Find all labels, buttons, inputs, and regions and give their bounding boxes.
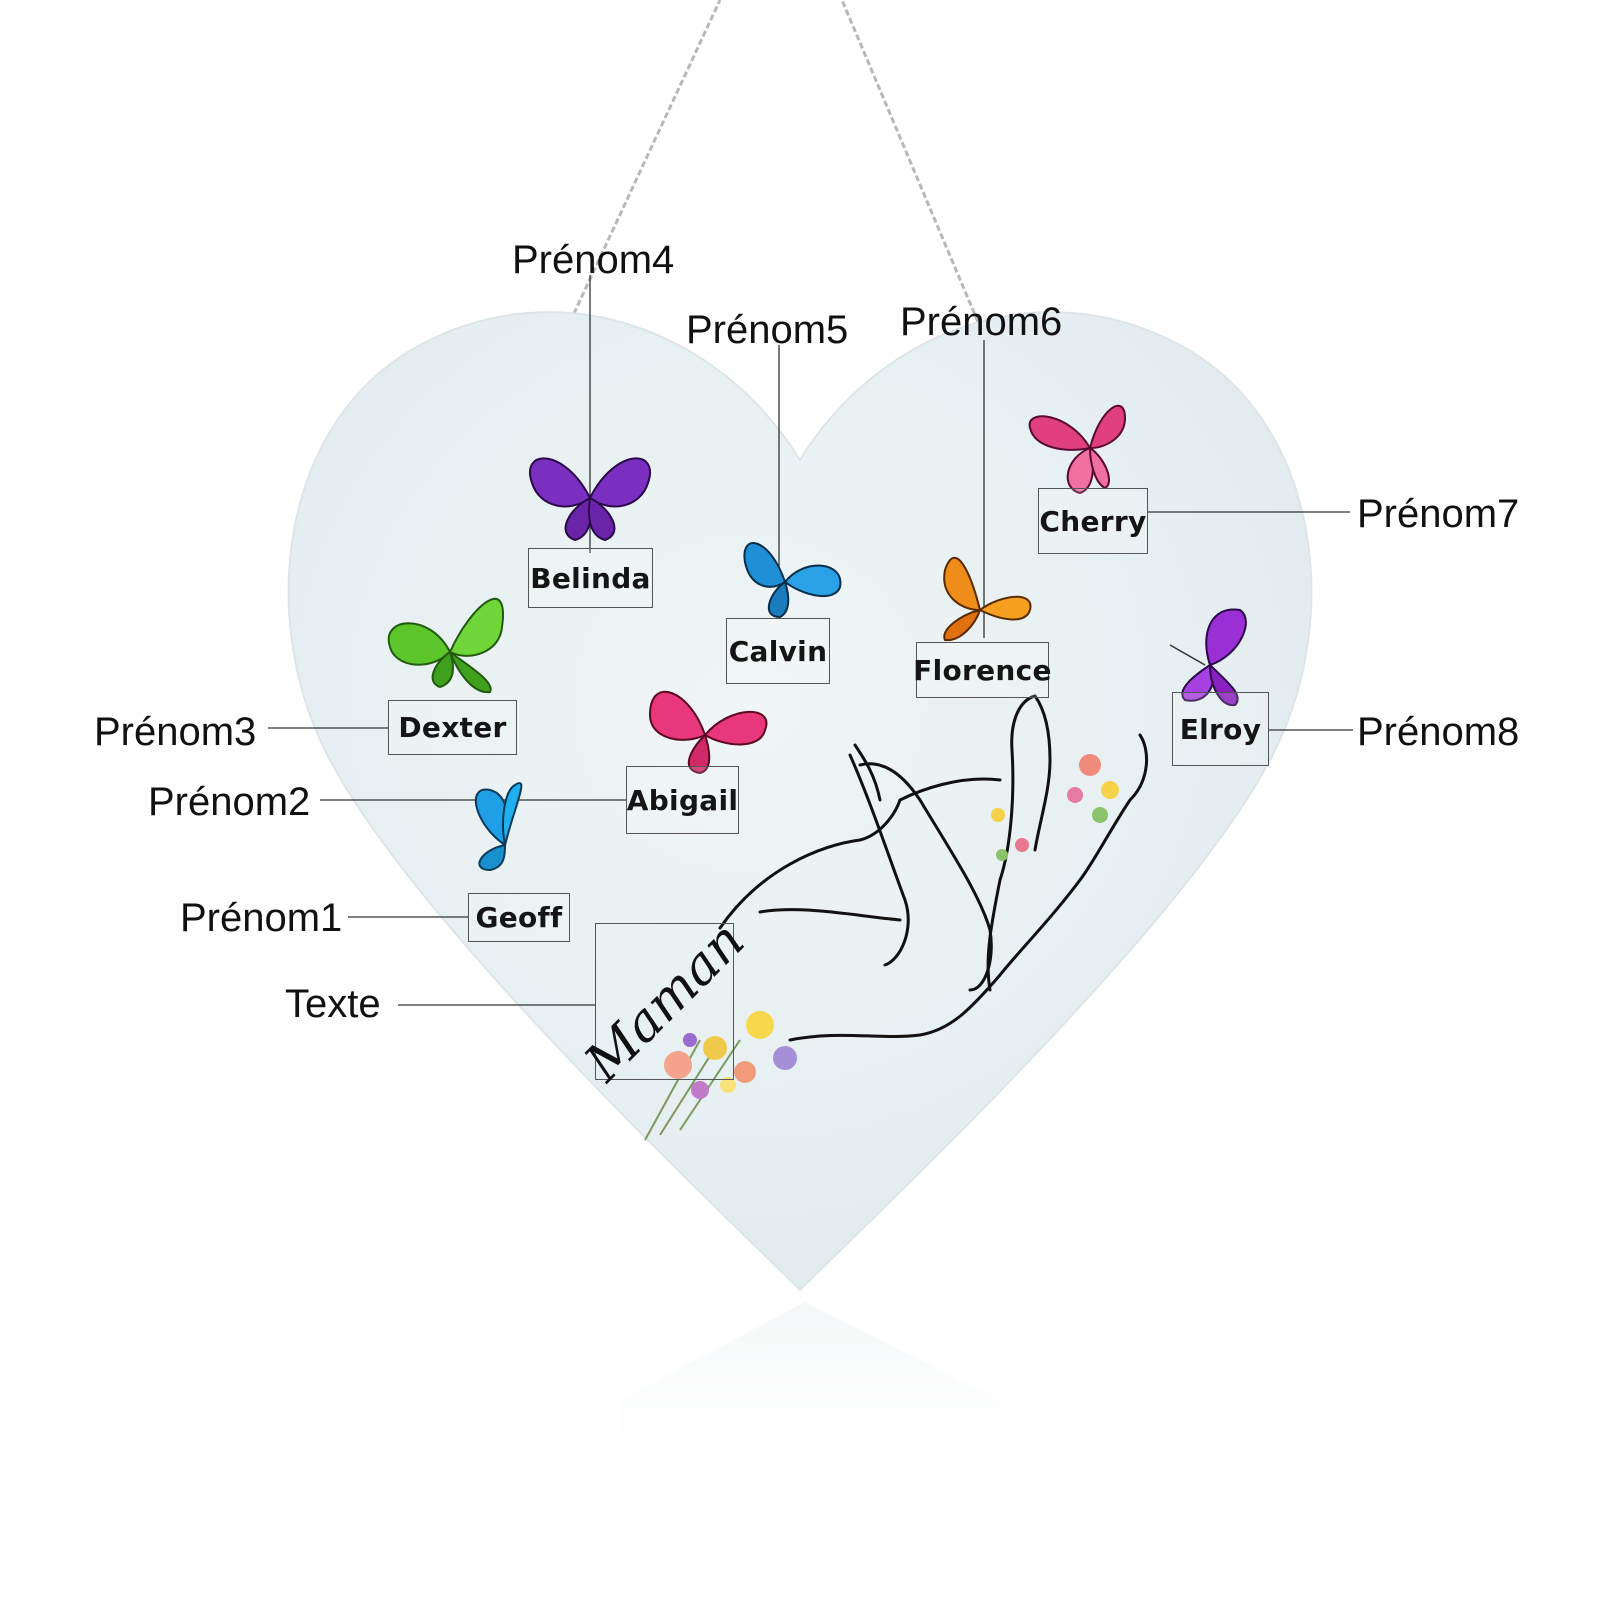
main-text: Maman <box>573 910 756 1093</box>
callout-label-prenom4: Prénom4 <box>512 238 675 282</box>
butterfly-orange <box>943 556 1032 642</box>
butterfly-green <box>387 597 505 694</box>
callout-label-prenom6: Prénom6 <box>900 300 1063 344</box>
name-box-florence: Florence <box>913 642 1052 698</box>
heart-plaque <box>287 311 1313 1292</box>
flower-bouquet-fingers <box>991 754 1119 861</box>
name-box-belinda: Belinda <box>528 548 653 608</box>
main-text-box: Maman <box>573 910 755 1092</box>
callout-label-prenom7: Prénom7 <box>1357 492 1520 536</box>
name-box-abigail: Abigail <box>626 766 739 834</box>
name-box-geoff: Geoff <box>468 893 570 942</box>
callout-label-prenom5: Prénom5 <box>686 308 849 352</box>
butterfly-purple-top <box>529 457 651 542</box>
butterfly-violet <box>1169 608 1247 707</box>
butterfly-pink <box>648 690 768 775</box>
callout-label-prenom2: Prénom2 <box>148 780 311 824</box>
callout-label-prenom8: Prénom8 <box>1357 710 1520 754</box>
callout-label-prenom3: Prénom3 <box>94 710 257 754</box>
heart-reflection <box>620 1302 1000 1480</box>
flower-bouquet-wrist <box>644 1011 797 1141</box>
callout-label-prenom1: Prénom1 <box>180 896 343 940</box>
callout-label-texte: Texte <box>285 982 381 1026</box>
name-box-elroy: Elroy <box>1172 692 1269 766</box>
name-box-dexter: Dexter <box>388 700 517 755</box>
name-box-cherry: Cherry <box>1038 488 1148 554</box>
name-box-calvin: Calvin <box>726 618 830 684</box>
butterfly-blue-center <box>743 542 842 619</box>
hand-line-art <box>718 694 1149 1042</box>
hanging-chain <box>568 0 980 323</box>
butterfly-magenta <box>1028 404 1127 495</box>
butterfly-blue-small <box>474 782 523 872</box>
